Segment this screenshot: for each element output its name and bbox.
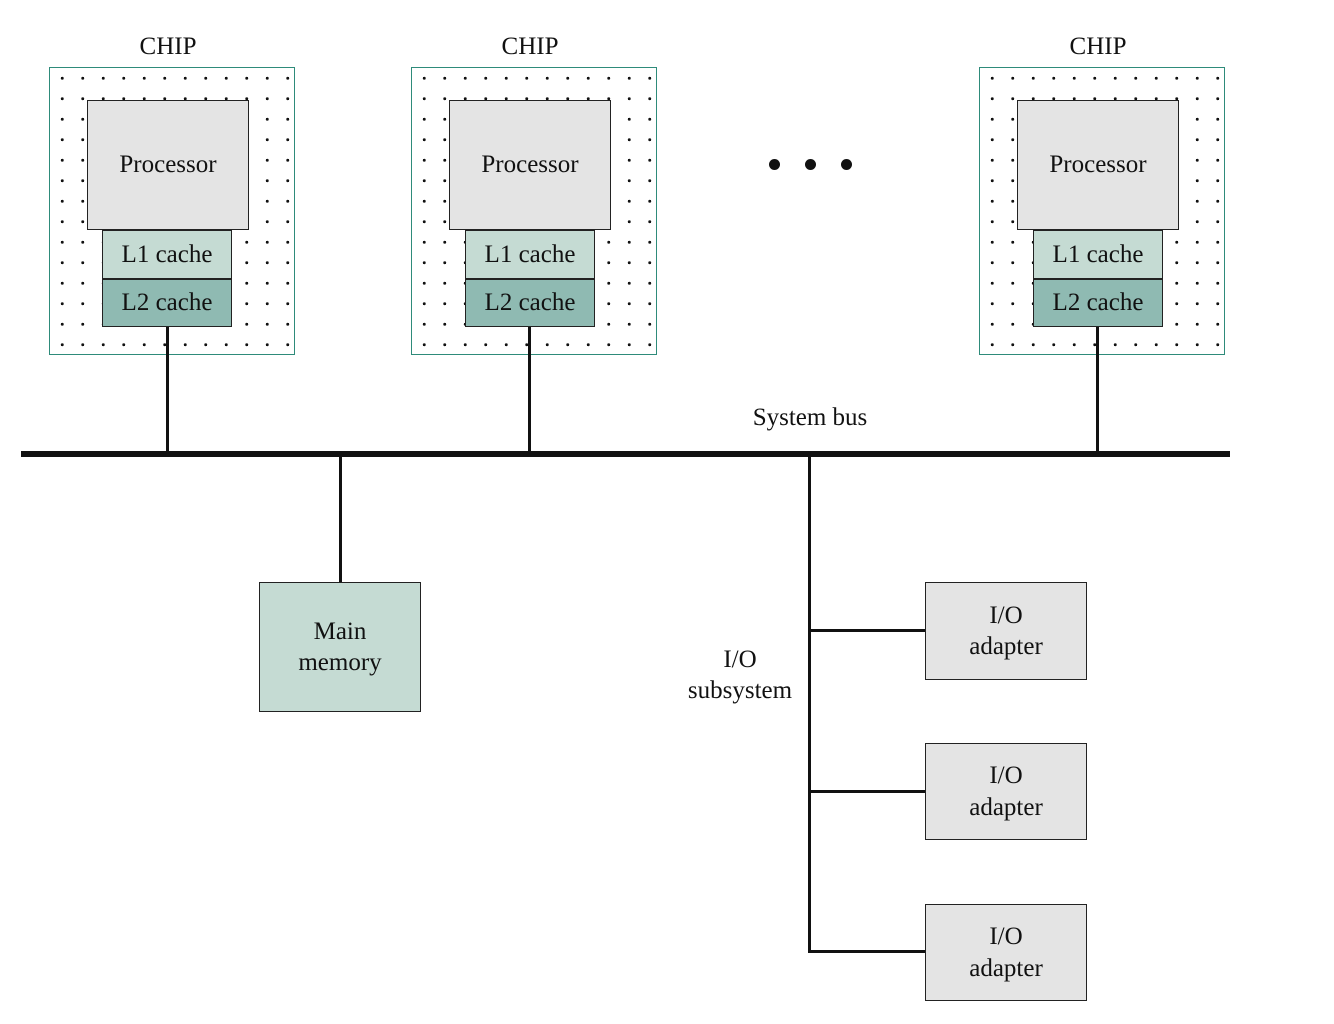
io-adapter-box: I/O adapter: [925, 904, 1087, 1001]
processor-box: Processor: [1017, 100, 1179, 230]
io-adapter-label-line2: adapter: [969, 633, 1043, 660]
processor-label: Processor: [119, 151, 217, 179]
l1-cache-label: L1 cache: [1052, 240, 1144, 268]
memory-bus-connector: [339, 454, 342, 583]
processor-label: Processor: [1049, 151, 1147, 179]
main-memory-label-line1: Main: [313, 617, 367, 645]
processor-label: Processor: [481, 151, 579, 179]
io-subsystem-trunk: [808, 454, 811, 952]
l1-cache-label: L1 cache: [121, 240, 213, 268]
system-bus: [21, 451, 1230, 457]
system-bus-label: System bus: [752, 404, 868, 431]
io-adapter-label-line2: adapter: [969, 954, 1043, 982]
chip-label: CHIP: [501, 33, 559, 60]
io-subsystem-label-line2: subsystem: [687, 677, 793, 705]
l1-cache-box: L1 cache: [465, 230, 595, 279]
main-memory-label-line2: memory: [298, 649, 382, 676]
io-adapter-label-line1: I/O: [989, 601, 1023, 629]
io-adapter-connector: [808, 790, 926, 793]
chip-label: CHIP: [139, 33, 197, 60]
io-adapter-connector: [808, 629, 926, 632]
io-adapter-label-line1: I/O: [989, 923, 1023, 951]
ellipsis-dot: [841, 159, 852, 170]
l2-cache-box: L2 cache: [1033, 279, 1163, 327]
chip-bus-connector: [528, 327, 531, 454]
l1-cache-label: L1 cache: [484, 240, 576, 268]
io-subsystem-label: I/O subsystem: [660, 644, 820, 707]
chip-bus-connector: [166, 327, 169, 454]
io-adapter-box: I/O adapter: [925, 582, 1087, 680]
main-memory-box: Main memory: [259, 582, 421, 712]
l2-cache-label: L2 cache: [1052, 289, 1144, 317]
io-subsystem-label-line1: I/O: [723, 646, 757, 673]
processor-box: Processor: [87, 100, 249, 230]
chip-label: CHIP: [1069, 33, 1127, 60]
io-adapter-label-line2: adapter: [969, 793, 1043, 821]
ellipsis-dot: [805, 159, 816, 170]
l2-cache-box: L2 cache: [465, 279, 595, 327]
ellipsis-dot: [769, 159, 780, 170]
l2-cache-label: L2 cache: [484, 289, 576, 317]
io-adapter-label-line1: I/O: [989, 762, 1023, 790]
l1-cache-box: L1 cache: [1033, 230, 1163, 279]
io-adapter-box: I/O adapter: [925, 743, 1087, 840]
chip-bus-connector: [1096, 327, 1099, 454]
io-adapter-connector: [808, 950, 926, 953]
l1-cache-box: L1 cache: [102, 230, 232, 279]
l2-cache-label: L2 cache: [121, 289, 213, 317]
l2-cache-box: L2 cache: [102, 279, 232, 327]
processor-box: Processor: [449, 100, 611, 230]
